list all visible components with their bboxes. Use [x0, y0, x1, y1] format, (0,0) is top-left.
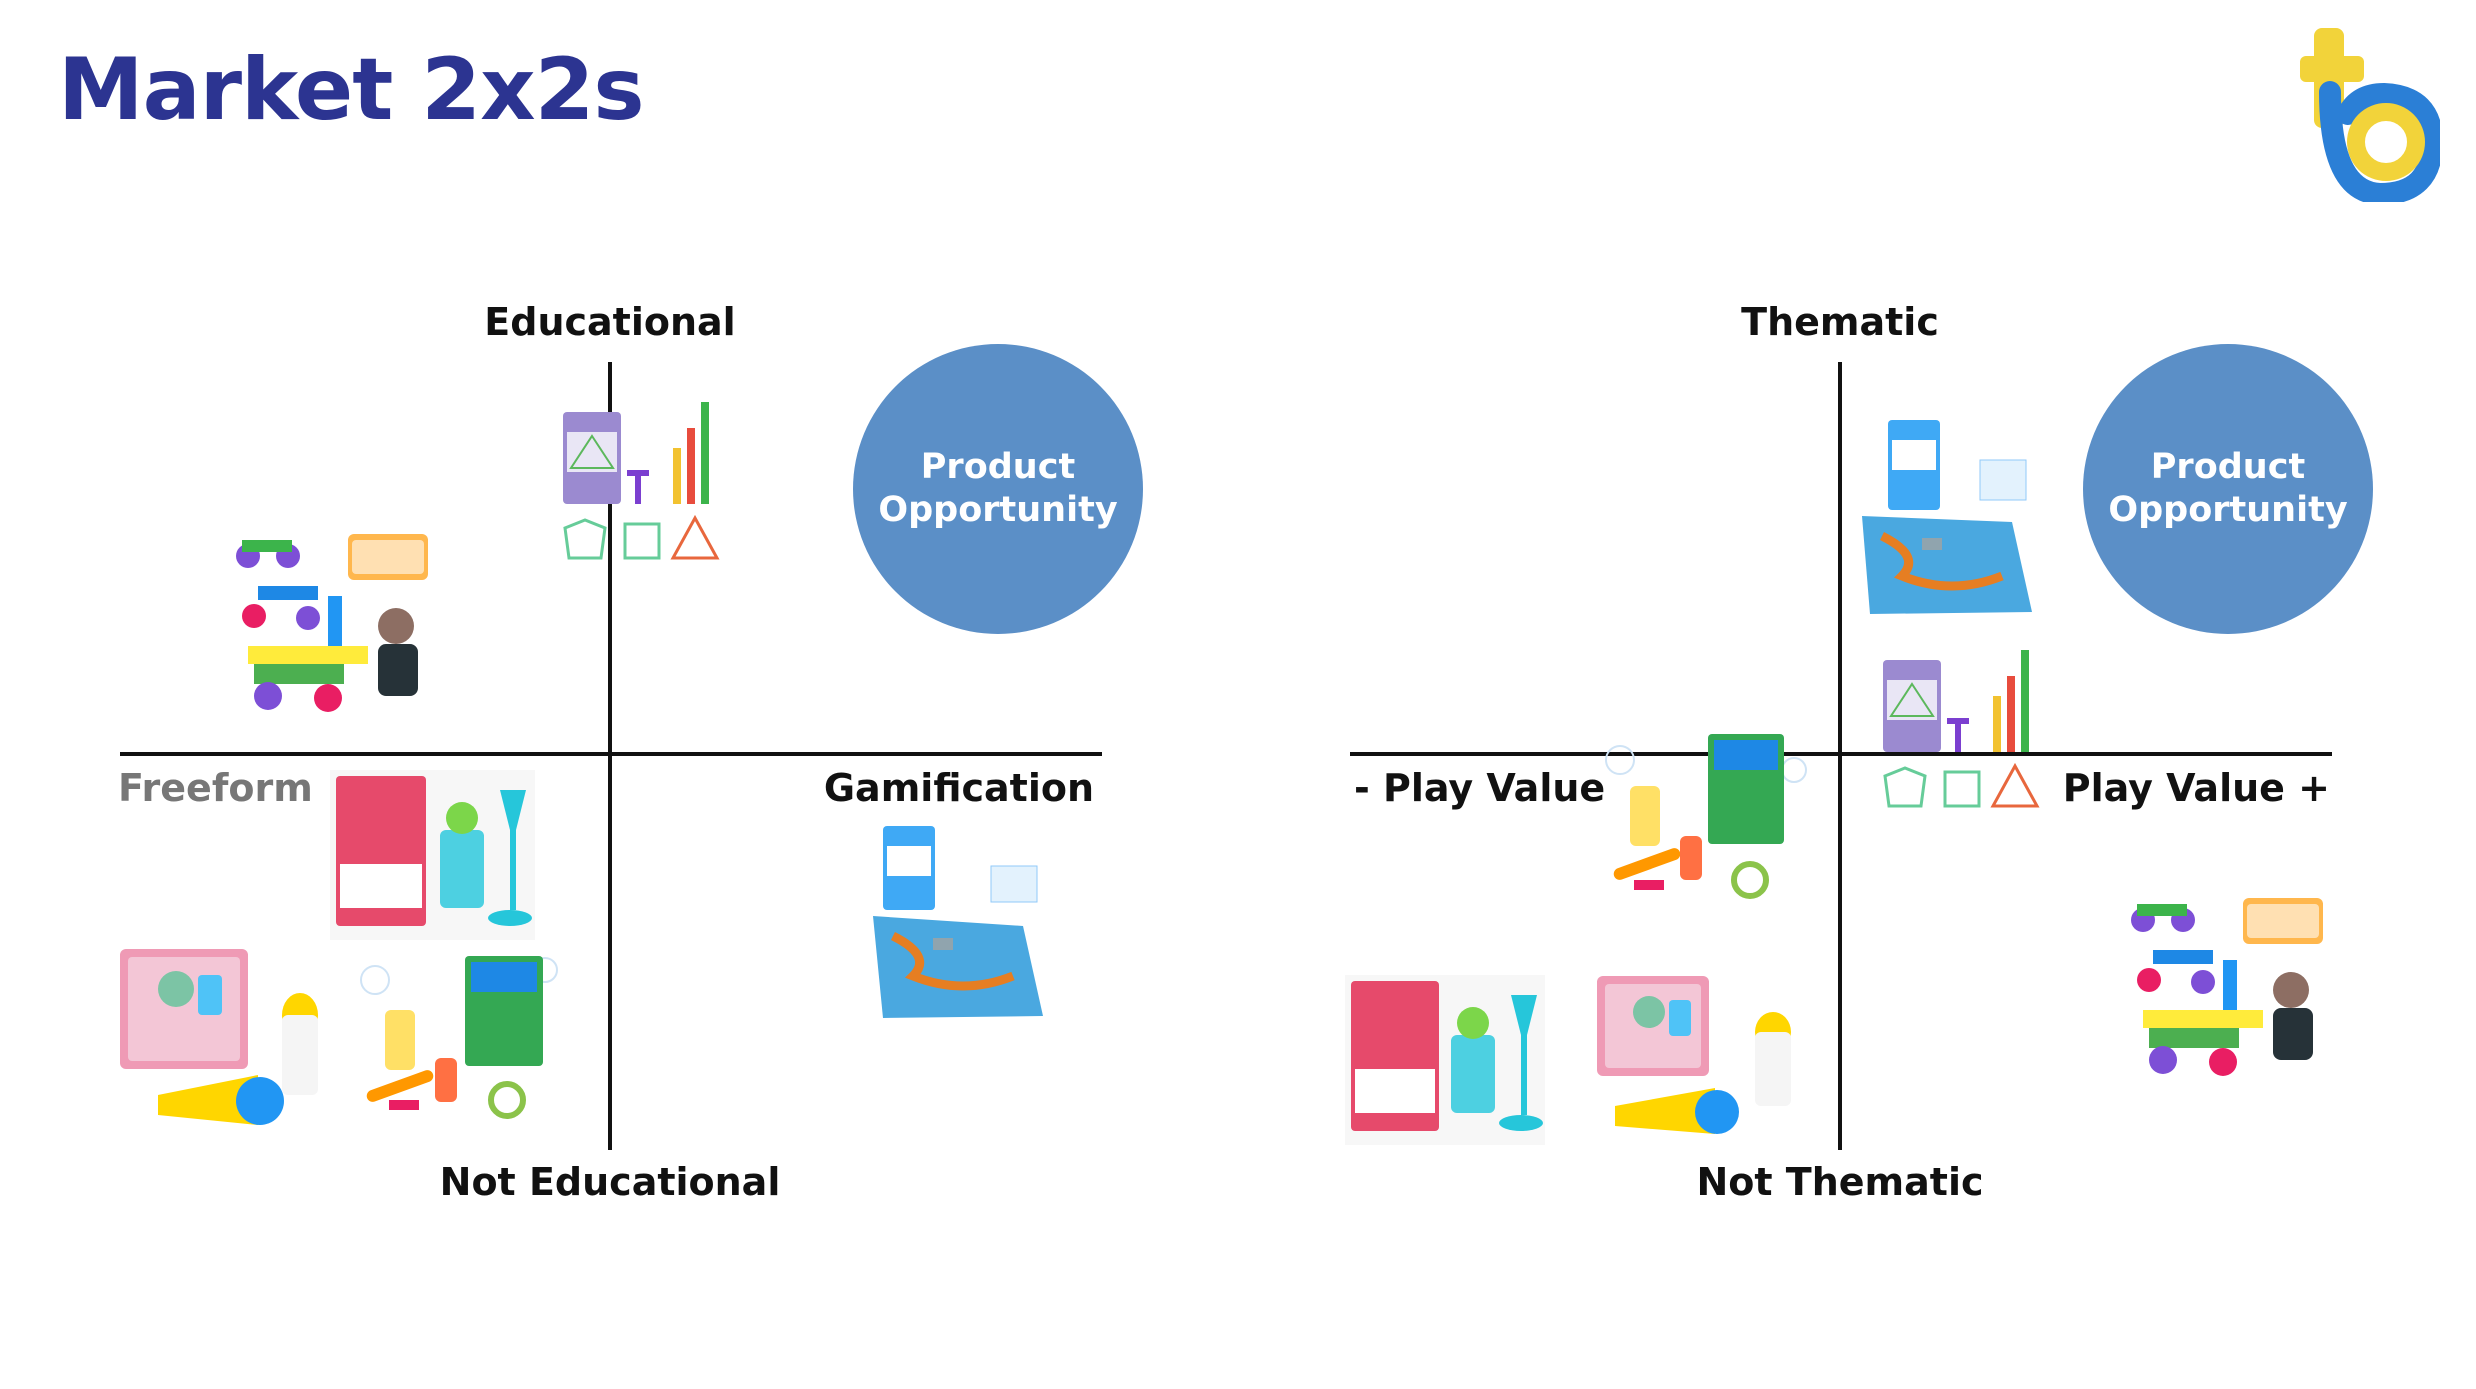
right-matrix-horizontal-axis [1350, 752, 2332, 756]
extreme-bubble-blower-image [1597, 976, 1791, 1134]
bubble-blaster-set-image [360, 956, 558, 1119]
right-matrix-right-label: Play Value + [2062, 766, 2330, 810]
water-works-game-image [1862, 420, 2032, 614]
left-matrix-vertical-axis [608, 362, 612, 1150]
water-works-game-image [873, 826, 1043, 1018]
sensory-bubble-kit-image [330, 770, 535, 940]
tb-logo-icon [2300, 28, 2440, 202]
right-matrix-vertical-axis [1838, 362, 1842, 1150]
extreme-bubble-blower-image [120, 949, 318, 1125]
left-matrix-top-label: Educational [484, 300, 736, 344]
bubble-blaster-set-image [1605, 734, 1807, 899]
left-matrix-product-opportunity-bubble: Product Opportunity [853, 344, 1143, 634]
left-matrix-bottom-label: Not Educational [439, 1160, 781, 1204]
right-matrix-bottom-label: Not Thematic [1696, 1160, 1984, 1204]
building-toy-set-image [2131, 898, 2323, 1076]
right-matrix-left-label: - Play Value [1354, 766, 1606, 810]
left-matrix-right-label: Gamification [823, 766, 1094, 810]
slide-title: Market 2x2s [58, 40, 645, 140]
left-matrix-horizontal-axis [120, 752, 1102, 756]
right-matrix-product-opportunity-bubble: Product Opportunity [2083, 344, 2373, 634]
sensory-bubble-kit-image [1345, 975, 1545, 1145]
build-a-bubble-kit-image [1883, 650, 2040, 808]
right-matrix-top-label: Thematic [1741, 300, 1939, 344]
build-a-bubble-kit-image [563, 402, 720, 560]
building-toy-set-image [236, 534, 428, 712]
left-matrix-left-label: Freeform [118, 766, 313, 810]
